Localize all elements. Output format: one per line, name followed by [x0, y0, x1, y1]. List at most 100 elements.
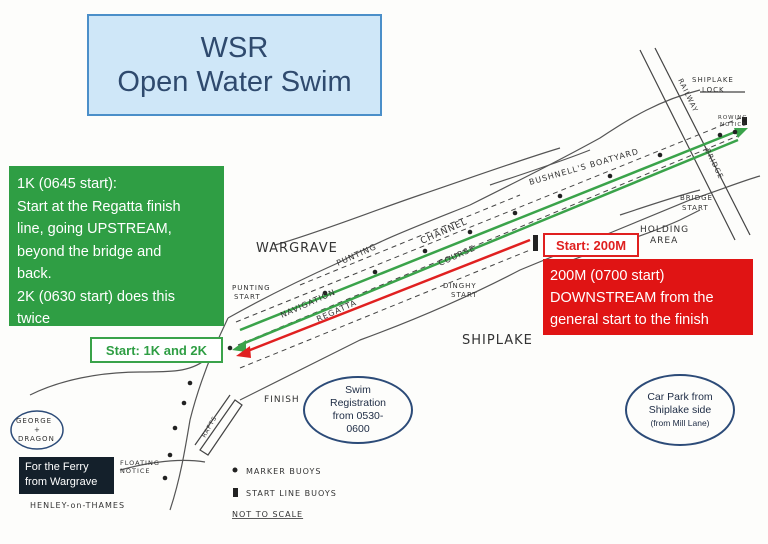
route-green-lower — [239, 138, 739, 347]
info-line: general start to the finish — [550, 312, 709, 328]
label-floating-notice-2: NOTICE — [120, 467, 151, 475]
route-200m-info: 200M (0700 start) DOWNSTREAM from the ge… — [543, 259, 753, 335]
label-rowing-notice-2: NOTICE — [720, 122, 747, 128]
label-floating-notice-1: FLOATING — [120, 459, 160, 467]
buoy — [372, 269, 378, 275]
buoy — [657, 152, 663, 158]
title-line-2: Open Water Swim — [117, 66, 352, 98]
buoy — [181, 400, 187, 406]
buoy — [557, 193, 563, 199]
label-punting-start-2: START — [234, 293, 261, 301]
route-green-upper — [239, 128, 741, 332]
label-henley: HENLEY-on-THAMES — [30, 501, 125, 510]
car-park-note: (from Mill Lane) — [650, 417, 710, 428]
registration-line: from 0530- — [332, 410, 384, 422]
arrow-red — [236, 346, 251, 358]
buoy — [232, 467, 238, 473]
label-rowing-notice-1: ROWING — [718, 115, 748, 121]
info-line: line, going UPSTREAM, — [17, 221, 172, 237]
info-line: 200M (0700 start) — [550, 268, 665, 284]
label-punting: PUNTING — [335, 242, 378, 268]
buoy — [162, 475, 168, 481]
label-shiplake-lock-1: SHIPLAKE — [692, 76, 734, 84]
north-bank — [227, 89, 701, 319]
title-line-1: WSR — [200, 32, 269, 64]
info-line: 2K (0630 start) does this — [17, 288, 175, 305]
label-holding-2: AREA — [650, 236, 678, 246]
west-shore-3 — [119, 459, 206, 471]
label-george-1: GEORGE — [16, 417, 52, 425]
label-finish: FINISH — [264, 395, 300, 405]
info-line: twice — [17, 311, 51, 327]
arrow-green-upper — [734, 128, 748, 138]
ferry-line: For the Ferry — [25, 461, 89, 473]
start-buoy — [533, 235, 538, 251]
info-line: beyond the bridge and — [17, 243, 162, 260]
start-200m-label: Start: 200M — [543, 233, 639, 257]
start-buoy — [233, 488, 238, 497]
label-bridge-start-2: START — [682, 204, 709, 212]
label-dinghy-2: START — [451, 291, 478, 299]
south-bank — [239, 175, 761, 401]
label-bridge: BRIDGE — [703, 147, 725, 180]
label-holding-1: HOLDING — [640, 225, 689, 235]
buoy — [717, 132, 723, 138]
buoy — [467, 229, 473, 235]
label-george-3: DRAGON — [18, 435, 55, 443]
north-bank-inner — [274, 147, 561, 246]
buoy — [172, 425, 178, 431]
railway-bridge — [639, 47, 751, 241]
registration-line: Registration — [329, 397, 387, 409]
arrow-green-lower — [232, 340, 246, 352]
marker-buoys — [162, 129, 738, 481]
title-box: WSR Open Water Swim — [87, 14, 382, 116]
registration-oval: Swim Registration from 0530- 0600 — [303, 376, 413, 444]
buoy — [187, 380, 193, 386]
raft-1 — [199, 399, 243, 456]
registration-line: 0600 — [346, 423, 370, 435]
car-park-line: Car Park from — [647, 390, 713, 403]
swim-routes — [232, 128, 748, 358]
ferry-line: from Wargrave — [25, 476, 98, 488]
label-wargrave: WARGRAVE — [256, 241, 338, 256]
label-shiplake-lock-2: LOCK — [702, 86, 725, 94]
nav-line-4 — [299, 194, 521, 286]
raft-2 — [194, 394, 231, 446]
info-line: DOWNSTREAM from the — [550, 290, 714, 306]
car-park-line: Shiplake side — [648, 403, 712, 416]
ferry-info: For the Ferry from Wargrave — [19, 457, 114, 494]
buoy — [167, 452, 173, 458]
river-banks — [29, 89, 761, 511]
start-1k-2k-label: Start: 1K and 2K — [90, 337, 223, 363]
buoy — [512, 210, 518, 216]
navigation-lines — [235, 117, 741, 369]
railway-line-1 — [639, 49, 736, 241]
start-buoy — [742, 117, 747, 125]
car-park-oval: Car Park from Shiplake side (from Mill L… — [625, 374, 735, 446]
info-line: back. — [17, 266, 52, 282]
buoy — [422, 248, 428, 254]
island-1 — [489, 149, 591, 186]
label-dinghy-1: DINGHY — [443, 282, 477, 290]
route-red — [244, 238, 531, 354]
buoy — [227, 345, 233, 351]
info-line: Start at the Regatta finish — [17, 198, 181, 215]
buoy — [732, 129, 738, 135]
buoy — [607, 173, 613, 179]
label-shiplake: SHIPLAKE — [462, 333, 533, 348]
island-2 — [619, 189, 701, 216]
route-1k-2k-info: 1K (0645 start): Start at the Regatta fi… — [9, 166, 224, 327]
legend-start-line-buoys: START LINE BUOYS — [246, 489, 337, 498]
george-dragon-ring — [10, 410, 64, 450]
legend-not-to-scale: NOT TO SCALE — [232, 510, 303, 519]
label-punting-start-1: PUNTING — [232, 284, 271, 292]
registration-line: Swim — [345, 384, 371, 396]
info-line: 1K (0645 start): — [17, 176, 117, 192]
legend-marker-buoys: MARKER BUOYS — [246, 467, 322, 476]
nav-line-2 — [237, 134, 741, 346]
railway-line-2 — [654, 47, 751, 236]
nav-line-1 — [235, 117, 741, 323]
buoy — [322, 290, 328, 296]
